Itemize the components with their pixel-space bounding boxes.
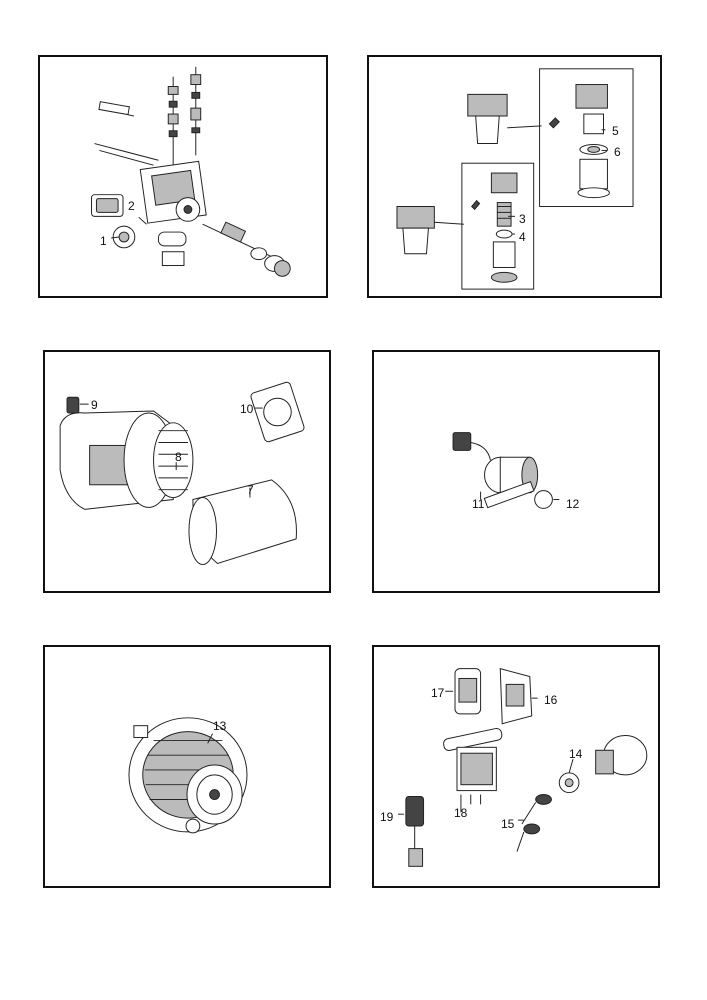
injection-pump-exploded-drawing (91, 66, 291, 277)
callout-9: 9 (91, 398, 98, 412)
callout-18: 18 (454, 806, 468, 820)
callout-17: 17 (431, 686, 445, 700)
fuel-filter-exploded-drawing (396, 68, 634, 290)
callout-3: 3 (519, 212, 526, 226)
callout-16: 16 (544, 693, 558, 707)
callout-6: 6 (614, 145, 621, 159)
panel-air-filter: 7 8 9 10 (43, 350, 331, 593)
alternator-drawing (128, 717, 248, 834)
callout-15: 15 (501, 817, 515, 831)
panel-alternator: 13 (43, 645, 331, 888)
callout-12: 12 (566, 497, 580, 511)
callout-14: 14 (569, 747, 583, 761)
panel-fuel-filter: 3 4 5 6 (367, 55, 662, 298)
panel-injection-pump: 1 2 (38, 55, 328, 298)
callout-4: 4 (519, 230, 526, 244)
electrical-components-drawing (397, 667, 648, 867)
callout-13: 13 (213, 719, 227, 733)
callout-5: 5 (612, 124, 619, 138)
solenoid-drawing (452, 432, 560, 509)
callout-2: 2 (128, 199, 135, 213)
air-filter-exploded-drawing (59, 381, 305, 565)
callout-1: 1 (100, 234, 107, 248)
callout-7: 7 (247, 483, 254, 497)
panel-electrical: 14 15 16 17 18 19 (372, 645, 660, 888)
callout-10: 10 (240, 402, 254, 416)
callout-8: 8 (175, 450, 182, 464)
callout-19: 19 (380, 810, 394, 824)
panel-solenoid: 11 12 (372, 350, 660, 593)
callout-11: 11 (472, 497, 485, 511)
